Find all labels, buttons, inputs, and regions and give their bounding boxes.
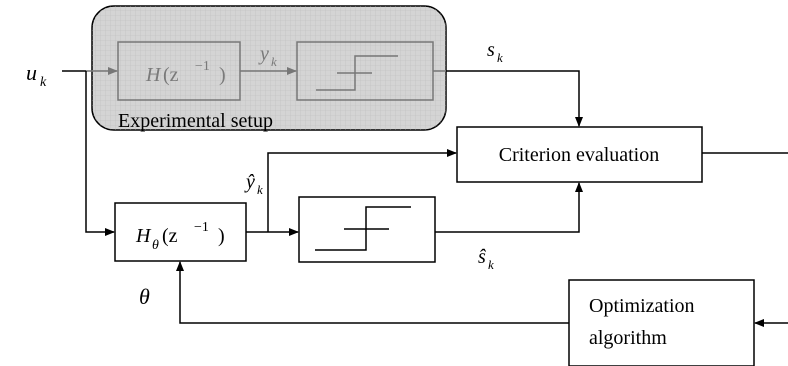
theta-label: θ xyxy=(139,284,150,309)
model-h: H xyxy=(135,225,152,247)
s-label: s xyxy=(487,39,495,61)
plant-arg-close: ) xyxy=(219,64,226,86)
signal-labels: u k y k s k ŷ k ŝ k θ xyxy=(26,39,503,309)
criterion-label: Criterion evaluation xyxy=(499,144,660,166)
model-exponent: −1 xyxy=(194,220,209,235)
theta-to-model-arrow xyxy=(176,261,569,324)
model-quantizer-block xyxy=(298,196,436,263)
optimization-block: Optimization algorithm xyxy=(568,279,755,366)
experimental-setup-label: Experimental setup xyxy=(118,110,273,132)
model-arg-open: (z xyxy=(162,225,178,247)
yhat-sub: k xyxy=(257,182,263,197)
model-block: H θ (z −1 ) xyxy=(114,202,247,262)
s-sub: k xyxy=(497,50,503,65)
experimental-setup-region: Experimental setup xyxy=(91,5,447,132)
y-sub: k xyxy=(271,54,277,69)
u-to-model-arrow xyxy=(85,71,115,236)
shat-to-criterion-arrow xyxy=(435,182,583,233)
signal-lines xyxy=(62,67,788,327)
y-label: y xyxy=(258,43,269,65)
shat-sub: k xyxy=(488,257,494,272)
plant-block: H (z −1 ) xyxy=(117,41,241,101)
yhat-to-criterion-arrow xyxy=(267,149,457,232)
yhat-label: ŷ xyxy=(244,171,255,193)
s-to-criterion-arrow xyxy=(446,70,583,127)
u-label: u xyxy=(26,60,37,85)
shat-label: ŝ xyxy=(478,246,486,268)
u-sub: k xyxy=(40,75,47,90)
criterion-block: Criterion evaluation xyxy=(456,126,703,183)
model-arg-close: ) xyxy=(218,225,225,247)
optimization-label-line1: Optimization xyxy=(589,295,695,317)
plant-arg-open: (z xyxy=(163,64,179,86)
plant-exponent: −1 xyxy=(195,59,210,74)
plant-h: H xyxy=(145,64,162,86)
optimization-label-line2: algorithm xyxy=(589,327,667,349)
model-sub-theta: θ xyxy=(152,238,159,253)
